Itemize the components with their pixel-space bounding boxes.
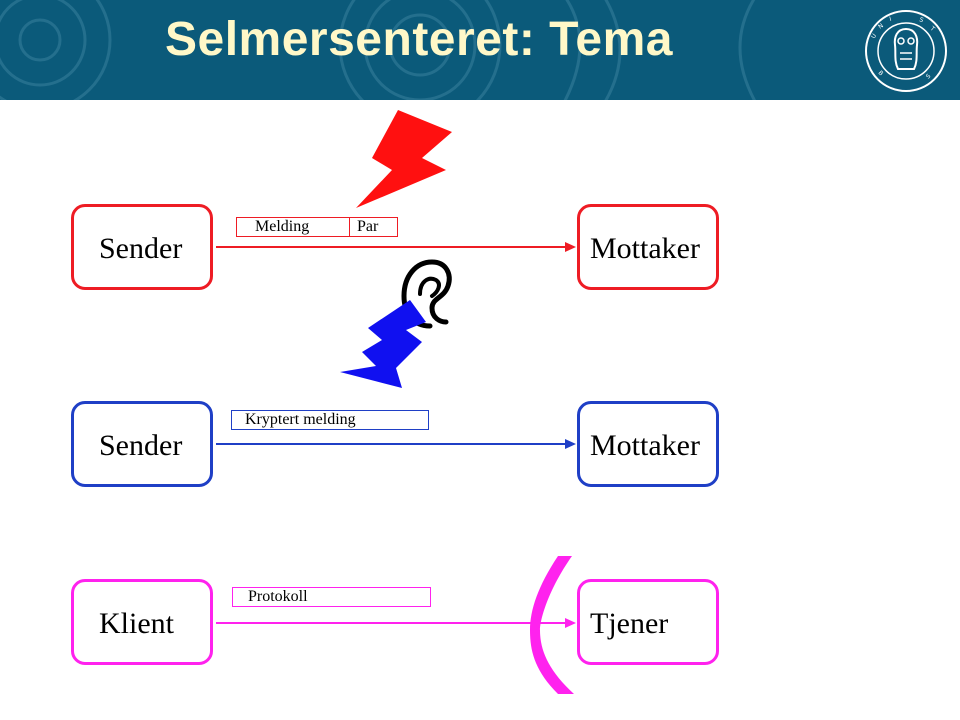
message-label-par: Par <box>357 218 379 235</box>
sender-box-2 <box>71 401 213 487</box>
svg-text:U: U <box>870 33 878 41</box>
svg-text:S: S <box>918 16 924 24</box>
message-tag-1: Melding Par <box>236 217 398 237</box>
svg-text:T: T <box>928 25 936 34</box>
connector-line-1 <box>216 246 566 248</box>
tag-divider <box>349 218 350 236</box>
blue-lightning-icon <box>340 300 426 388</box>
receiver-label-1: Mottaker <box>590 232 700 265</box>
red-lightning-icon <box>356 110 452 208</box>
svg-text:B: B <box>877 69 885 77</box>
page-title: Selmersenteret: Tema <box>165 13 673 66</box>
message-label-3: Protokoll <box>248 588 308 605</box>
message-label-1: Melding <box>255 218 310 235</box>
university-seal-icon: U N I S T B S <box>865 10 947 92</box>
connector-line-2 <box>216 443 566 445</box>
sender-label-2: Sender <box>99 429 183 462</box>
sender-box-1 <box>71 204 213 290</box>
svg-text:S: S <box>925 73 933 81</box>
message-tag-3: Protokoll <box>232 587 431 607</box>
arrowhead-3 <box>565 618 576 628</box>
receiver-label-2: Mottaker <box>590 429 700 462</box>
server-label: Tjener <box>590 607 669 640</box>
client-box <box>71 579 213 665</box>
message-label-2: Kryptert melding <box>245 411 356 428</box>
client-label: Klient <box>99 607 174 640</box>
receiver-box-2 <box>577 401 719 487</box>
ear-icon <box>401 259 452 329</box>
connector-line-3 <box>216 622 566 624</box>
message-tag-2: Kryptert melding <box>231 410 429 430</box>
svg-text:N: N <box>877 22 885 30</box>
header-bar: Selmersenteret: Tema U N I S T B S <box>0 0 960 100</box>
sender-label-1: Sender <box>99 232 183 265</box>
arrowhead-2 <box>565 439 576 449</box>
header-decoration <box>0 0 757 100</box>
receiver-box-1 <box>577 204 719 290</box>
server-box <box>577 579 719 665</box>
magenta-bracket-icon <box>530 556 574 694</box>
arrowhead-1 <box>565 242 576 252</box>
svg-text:I: I <box>889 16 893 23</box>
